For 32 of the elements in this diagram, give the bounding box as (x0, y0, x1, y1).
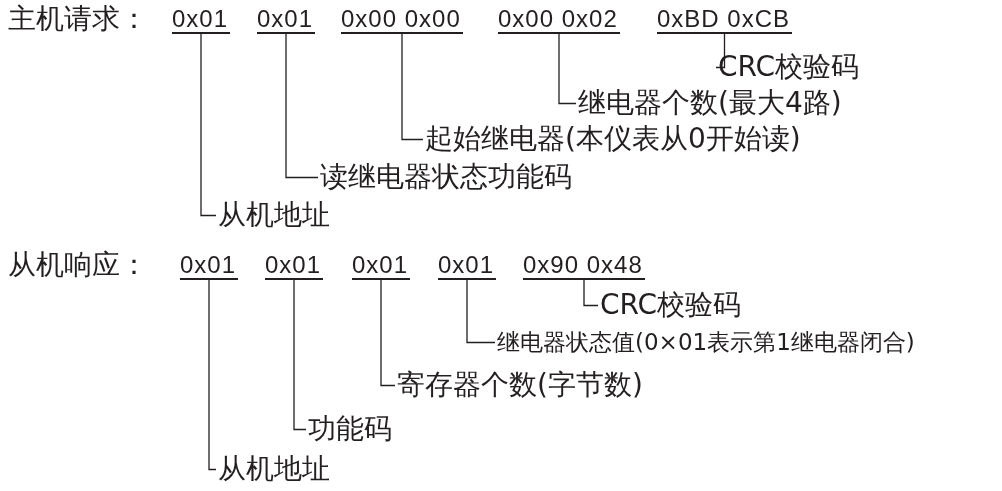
underlined-byte-field: 0x01 (172, 6, 231, 35)
field-description: CRC校验码 (718, 52, 860, 83)
leader-line (583, 279, 599, 307)
field-description: CRC校验码 (600, 290, 742, 321)
field-description: 从机地址 (218, 454, 330, 485)
underlined-byte-field: 0x01 (265, 252, 324, 281)
underlined-byte-field: 0xBD 0xCB (657, 6, 793, 35)
leader-line (293, 279, 307, 431)
leader-line (200, 33, 217, 217)
leader-line (715, 33, 726, 69)
field-description: 寄存器个数(字节数) (397, 370, 643, 401)
leader-line (285, 33, 319, 179)
underlined-byte-field: 0x01 (352, 252, 411, 281)
underlined-byte-field: 0x01 (257, 6, 316, 35)
field-description: 继电器个数(最大4路) (578, 88, 842, 119)
field-description: 功能码 (308, 414, 392, 445)
row-heading: 主机请求： (8, 4, 148, 35)
row-heading: 从机响应： (8, 250, 148, 281)
leader-line (380, 279, 396, 387)
underlined-byte-field: 0x01 (438, 252, 497, 281)
underlined-byte-field: 0x00 0x00 (341, 6, 463, 35)
underlined-byte-field: 0x01 (180, 252, 239, 281)
leader-line (466, 279, 496, 344)
field-description: 读继电器状态功能码 (320, 162, 572, 193)
field-description: 从机地址 (218, 200, 330, 231)
underlined-byte-field: 0x90 0x48 (523, 252, 645, 281)
field-description: 起始继电器(本仪表从0开始读) (425, 124, 801, 155)
leader-line (401, 33, 424, 141)
leader-line (208, 279, 217, 471)
field-description: 继电器状态值(0×01表示第1继电器闭合) (497, 330, 915, 356)
leader-line (558, 33, 577, 105)
underlined-byte-field: 0x00 0x02 (498, 6, 620, 35)
